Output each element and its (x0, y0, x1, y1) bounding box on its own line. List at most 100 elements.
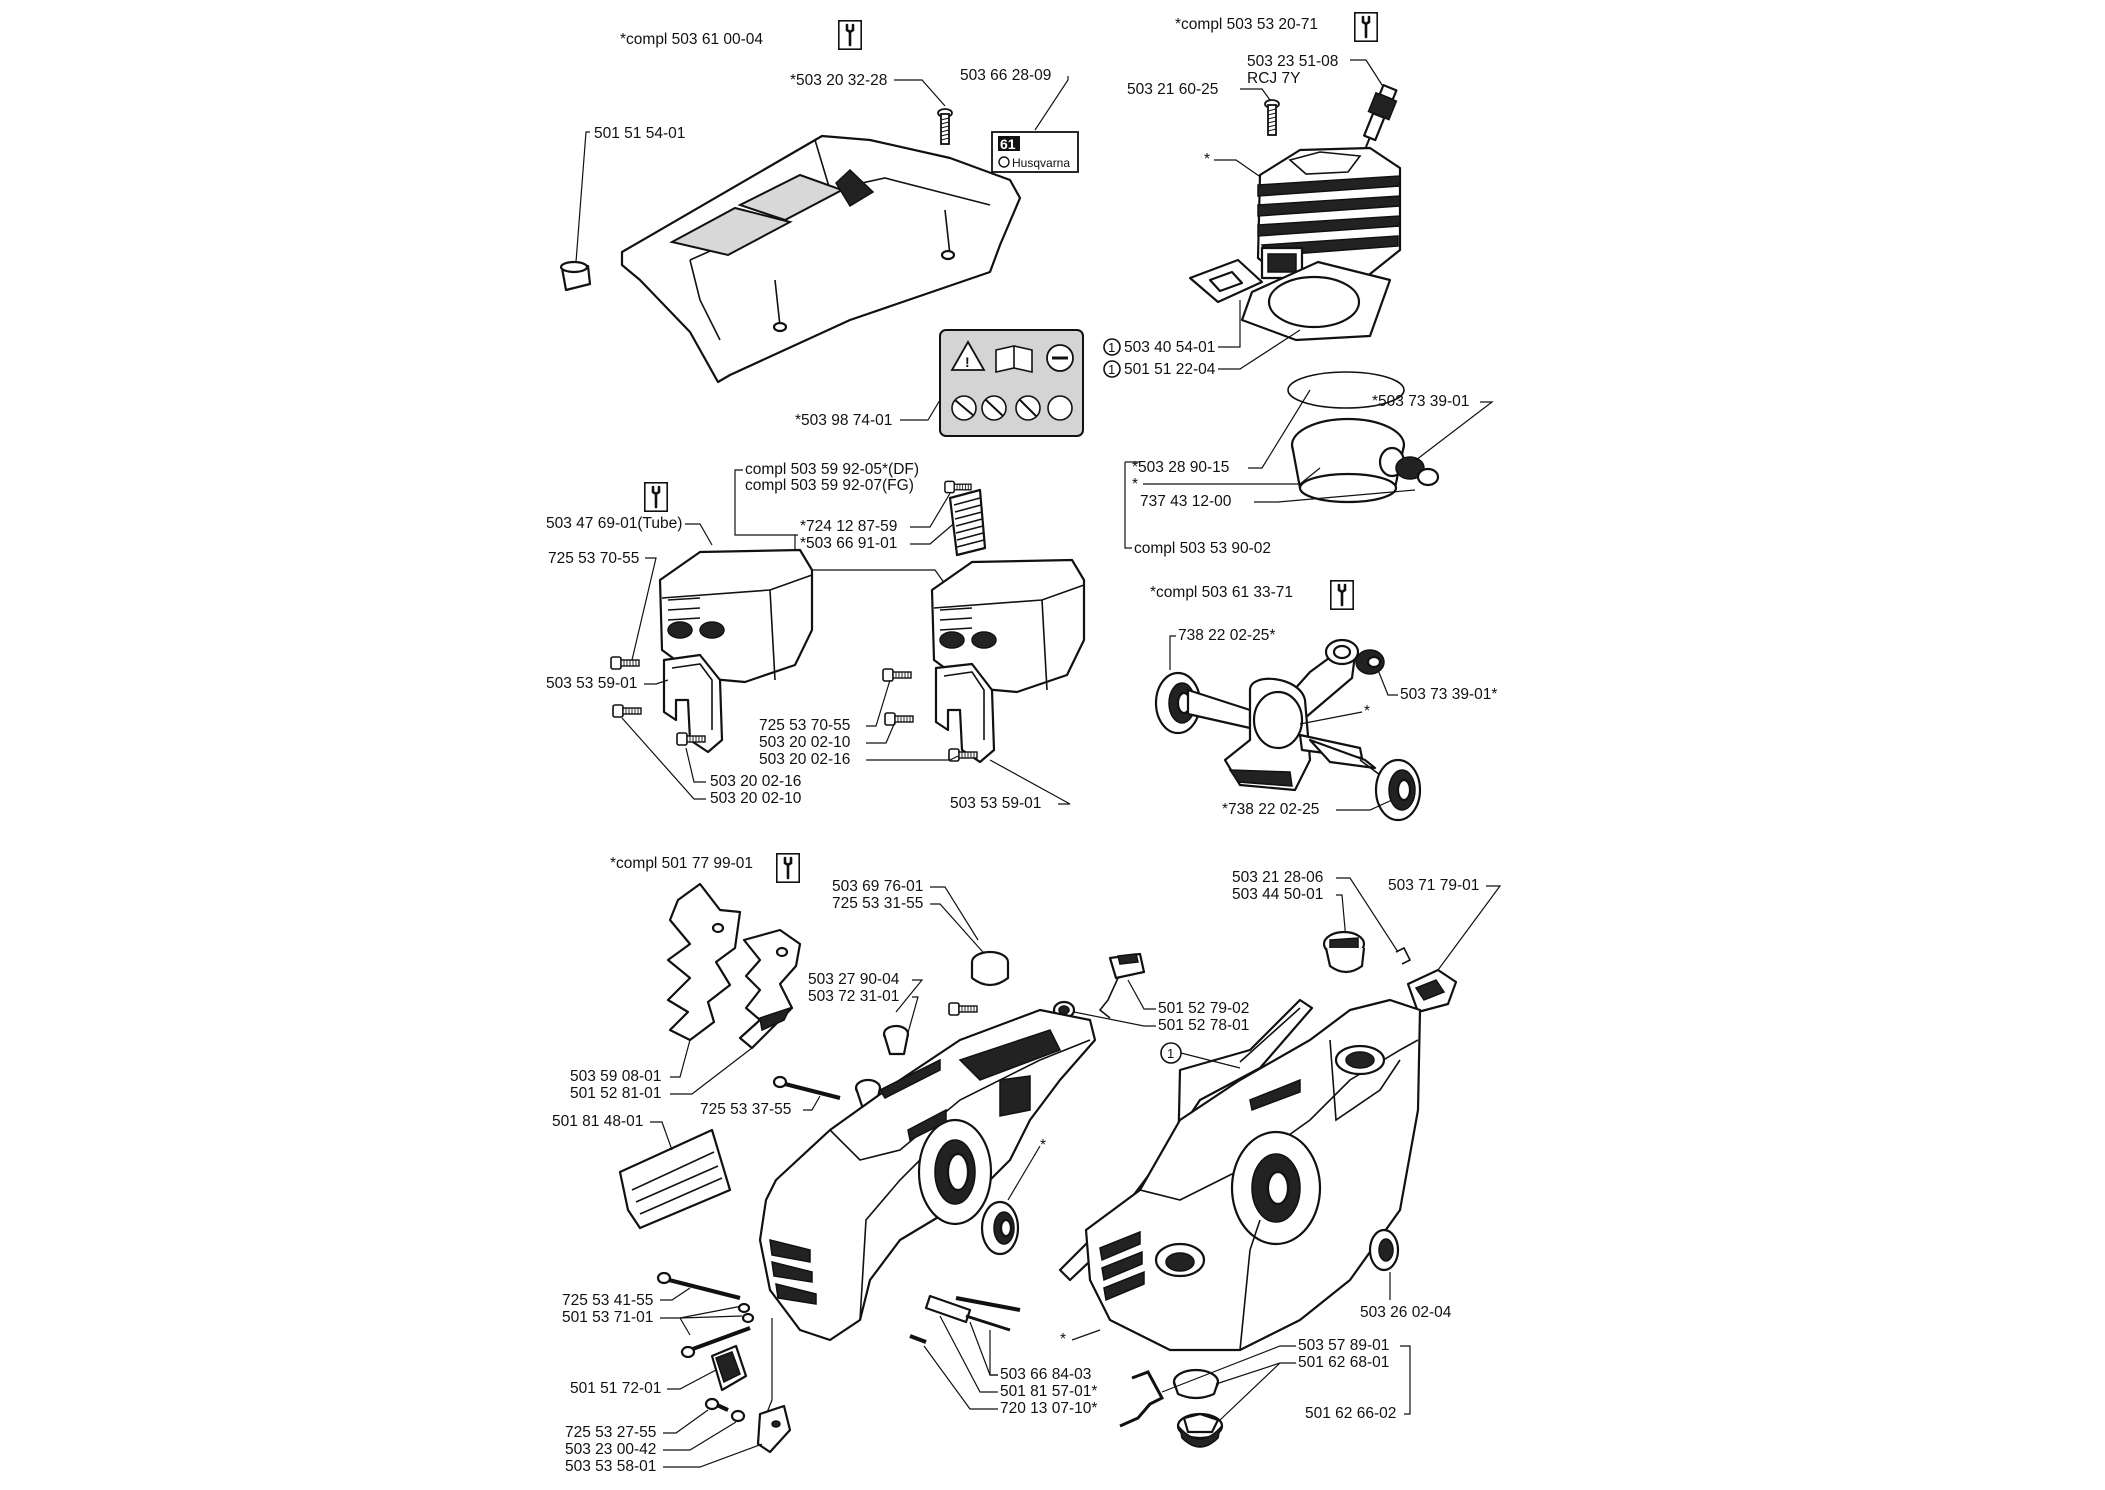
fuel-hose (1119, 1370, 1165, 1428)
muffler-screw-e (884, 712, 914, 726)
label-compl-503-61-33-71: *compl 503 61 33-71 (1150, 584, 1293, 601)
label-503-26-02-04: 503 26 02-04 (1360, 1304, 1452, 1321)
wrench-icon (644, 482, 668, 512)
crankshaft (1186, 677, 1386, 792)
label-503-73-39-01-a: *503 73 39-01 (1372, 393, 1469, 410)
label-501-62-66-02: 501 62 66-02 (1305, 1405, 1396, 1422)
muffler-bracket-right (934, 662, 996, 764)
label-501-52-78-01: 501 52 78-01 (1158, 1017, 1249, 1034)
label-725-53-31-55: 725 53 31-55 (832, 895, 923, 912)
wrench-icon (1354, 12, 1378, 42)
label-503-20-02-10-a: 503 20 02-10 (710, 790, 802, 807)
label-503-28-90-15: *503 28 90-15 (1132, 459, 1229, 476)
screw-725-53-41-55 (656, 1271, 741, 1300)
label-rcj-7y: RCJ 7Y (1247, 70, 1300, 87)
cylinder (1256, 146, 1402, 286)
label-503-20-02-16-a: 503 20 02-16 (710, 773, 801, 790)
label-star-crankcase: * (1040, 1137, 1046, 1154)
label-503-23-51-08: 503 23 51-08 (1247, 53, 1338, 70)
label-star-cylinder: * (1204, 151, 1210, 168)
screw-725-53-27-55 (704, 1397, 746, 1423)
label-503-53-59-01-b: 503 53 59-01 (950, 795, 1041, 812)
label-503-23-00-42: 503 23 00-42 (565, 1441, 656, 1458)
label-compl-503-59-92-05: compl 503 59 92-05*(DF) (745, 461, 919, 478)
muffler-screw-d (882, 668, 912, 682)
label-503-20-32-28: *503 20 32-28 (790, 72, 887, 89)
label-star-case-right: * (1060, 1331, 1066, 1348)
label-724-12-87-59: *724 12 87-59 (800, 518, 897, 535)
crankcase-group: *compl 501 77 99-01 503 59 08-01 501 52 … (552, 853, 1502, 1475)
label-501-52-81-01: 501 52 81-01 (570, 1085, 661, 1102)
decal-brand: Husqvarna (1012, 156, 1070, 170)
chain-catcher (710, 1344, 748, 1392)
label-compl-501-77-99-01: *compl 501 77 99-01 (610, 855, 753, 872)
label-star-piston: * (1132, 476, 1138, 493)
wrench-icon (776, 853, 800, 883)
muffler-group: compl 503 59 92-05*(DF) compl 503 59 92-… (546, 461, 1086, 812)
label-725-53-37-55: 725 53 37-55 (700, 1101, 791, 1118)
small-pin (1395, 946, 1412, 965)
label-503-47-69-01-tube: 503 47 69-01(Tube) (546, 515, 682, 532)
label-circle-1-a: 1 (1108, 340, 1115, 355)
wrench-icon (1330, 580, 1354, 610)
wrench-icon (838, 20, 862, 50)
label-503-20-02-16-b: 503 20 02-16 (759, 751, 850, 768)
label-503-44-50-01: 503 44 50-01 (1232, 886, 1323, 903)
main-bearing-right (1374, 758, 1422, 822)
label-501-51-54-01: 501 51 54-01 (594, 125, 685, 142)
crankcase-bearing-left (980, 1200, 1020, 1256)
decal-model: 61 (1000, 136, 1016, 152)
needle-bearing (1395, 456, 1440, 487)
label-503-40-54-01: 503 40 54-01 (1124, 339, 1215, 356)
piston (1290, 417, 1406, 504)
label-503-59-08-01: 503 59 08-01 (570, 1068, 661, 1085)
bar-guide-plate (618, 1128, 732, 1230)
cover-screw (937, 108, 953, 145)
oil-tank-cap (1176, 1412, 1224, 1448)
bumper-spike-rear (738, 928, 802, 1050)
label-738-22-02-25-a: 738 22 02-25* (1178, 627, 1275, 644)
label-738-22-02-25-b: *738 22 02-25 (1222, 801, 1319, 818)
label-503-66-91-01: *503 66 91-01 (800, 535, 897, 552)
bar-stud-screw (948, 1002, 978, 1016)
label-503-27-90-04: 503 27 90-04 (808, 971, 900, 988)
label-star-crank: * (1364, 703, 1370, 720)
oil-cap (970, 950, 1010, 987)
cylinder-screw (1264, 99, 1280, 136)
label-503-21-60-25: 503 21 60-25 (1127, 81, 1218, 98)
label-501-62-68-01: 501 62 68-01 (1298, 1354, 1389, 1371)
muffler-screw-a (610, 656, 640, 670)
washer-nut (680, 1302, 755, 1359)
cylinder-group: *compl 503 53 20-71 503 23 51-08 RCJ 7Y … (1103, 12, 1494, 557)
tank-vent-cap (1172, 1368, 1220, 1400)
crankcase-left-half (758, 1008, 1097, 1342)
label-725-53-70-55-a: 725 53 70-55 (548, 550, 639, 567)
label-720-13-07-10: 720 13 07-10* (1000, 1400, 1097, 1417)
label-501-81-48-01: 501 81 48-01 (552, 1113, 643, 1130)
label-503-73-39-01-b: 503 73 39-01* (1400, 686, 1497, 703)
label-compl-503-59-92-07: compl 503 59 92-07(FG) (745, 477, 914, 494)
spark-plug (1363, 84, 1398, 148)
label-501-52-79-02: 501 52 79-02 (1158, 1000, 1249, 1017)
label-501-51-22-04: 501 51 22-04 (1124, 361, 1216, 378)
label-501-81-57-01: 501 81 57-01* (1000, 1383, 1097, 1400)
stop-switch (1406, 968, 1458, 1014)
label-503-21-28-06: 503 21 28-06 (1232, 869, 1323, 886)
crankshaft-group: *compl 503 61 33-71 738 22 02-25* 503 73… (1150, 580, 1497, 822)
oil-pump (1098, 952, 1146, 1019)
crankcase-right-half (1084, 998, 1422, 1352)
label-503-53-59-01-a: 503 53 59-01 (546, 675, 637, 692)
label-503-57-89-01: 503 57 89-01 (1298, 1337, 1389, 1354)
bushing-a (882, 1024, 910, 1056)
manual-book-icon (995, 345, 1033, 373)
dowel-pin (909, 1334, 927, 1344)
chain-catcher-bracket (756, 1404, 792, 1454)
label-501-53-71-01: 501 53 71-01 (562, 1309, 653, 1326)
bar-stud (924, 1294, 1021, 1332)
warning-decal: ! (939, 329, 1084, 437)
svg-text:!: ! (965, 354, 970, 370)
spark-arrestor-screen (948, 488, 987, 557)
label-503-53-58-01: 503 53 58-01 (565, 1458, 656, 1475)
label-503-66-84-03: 503 66 84-03 (1000, 1366, 1091, 1383)
